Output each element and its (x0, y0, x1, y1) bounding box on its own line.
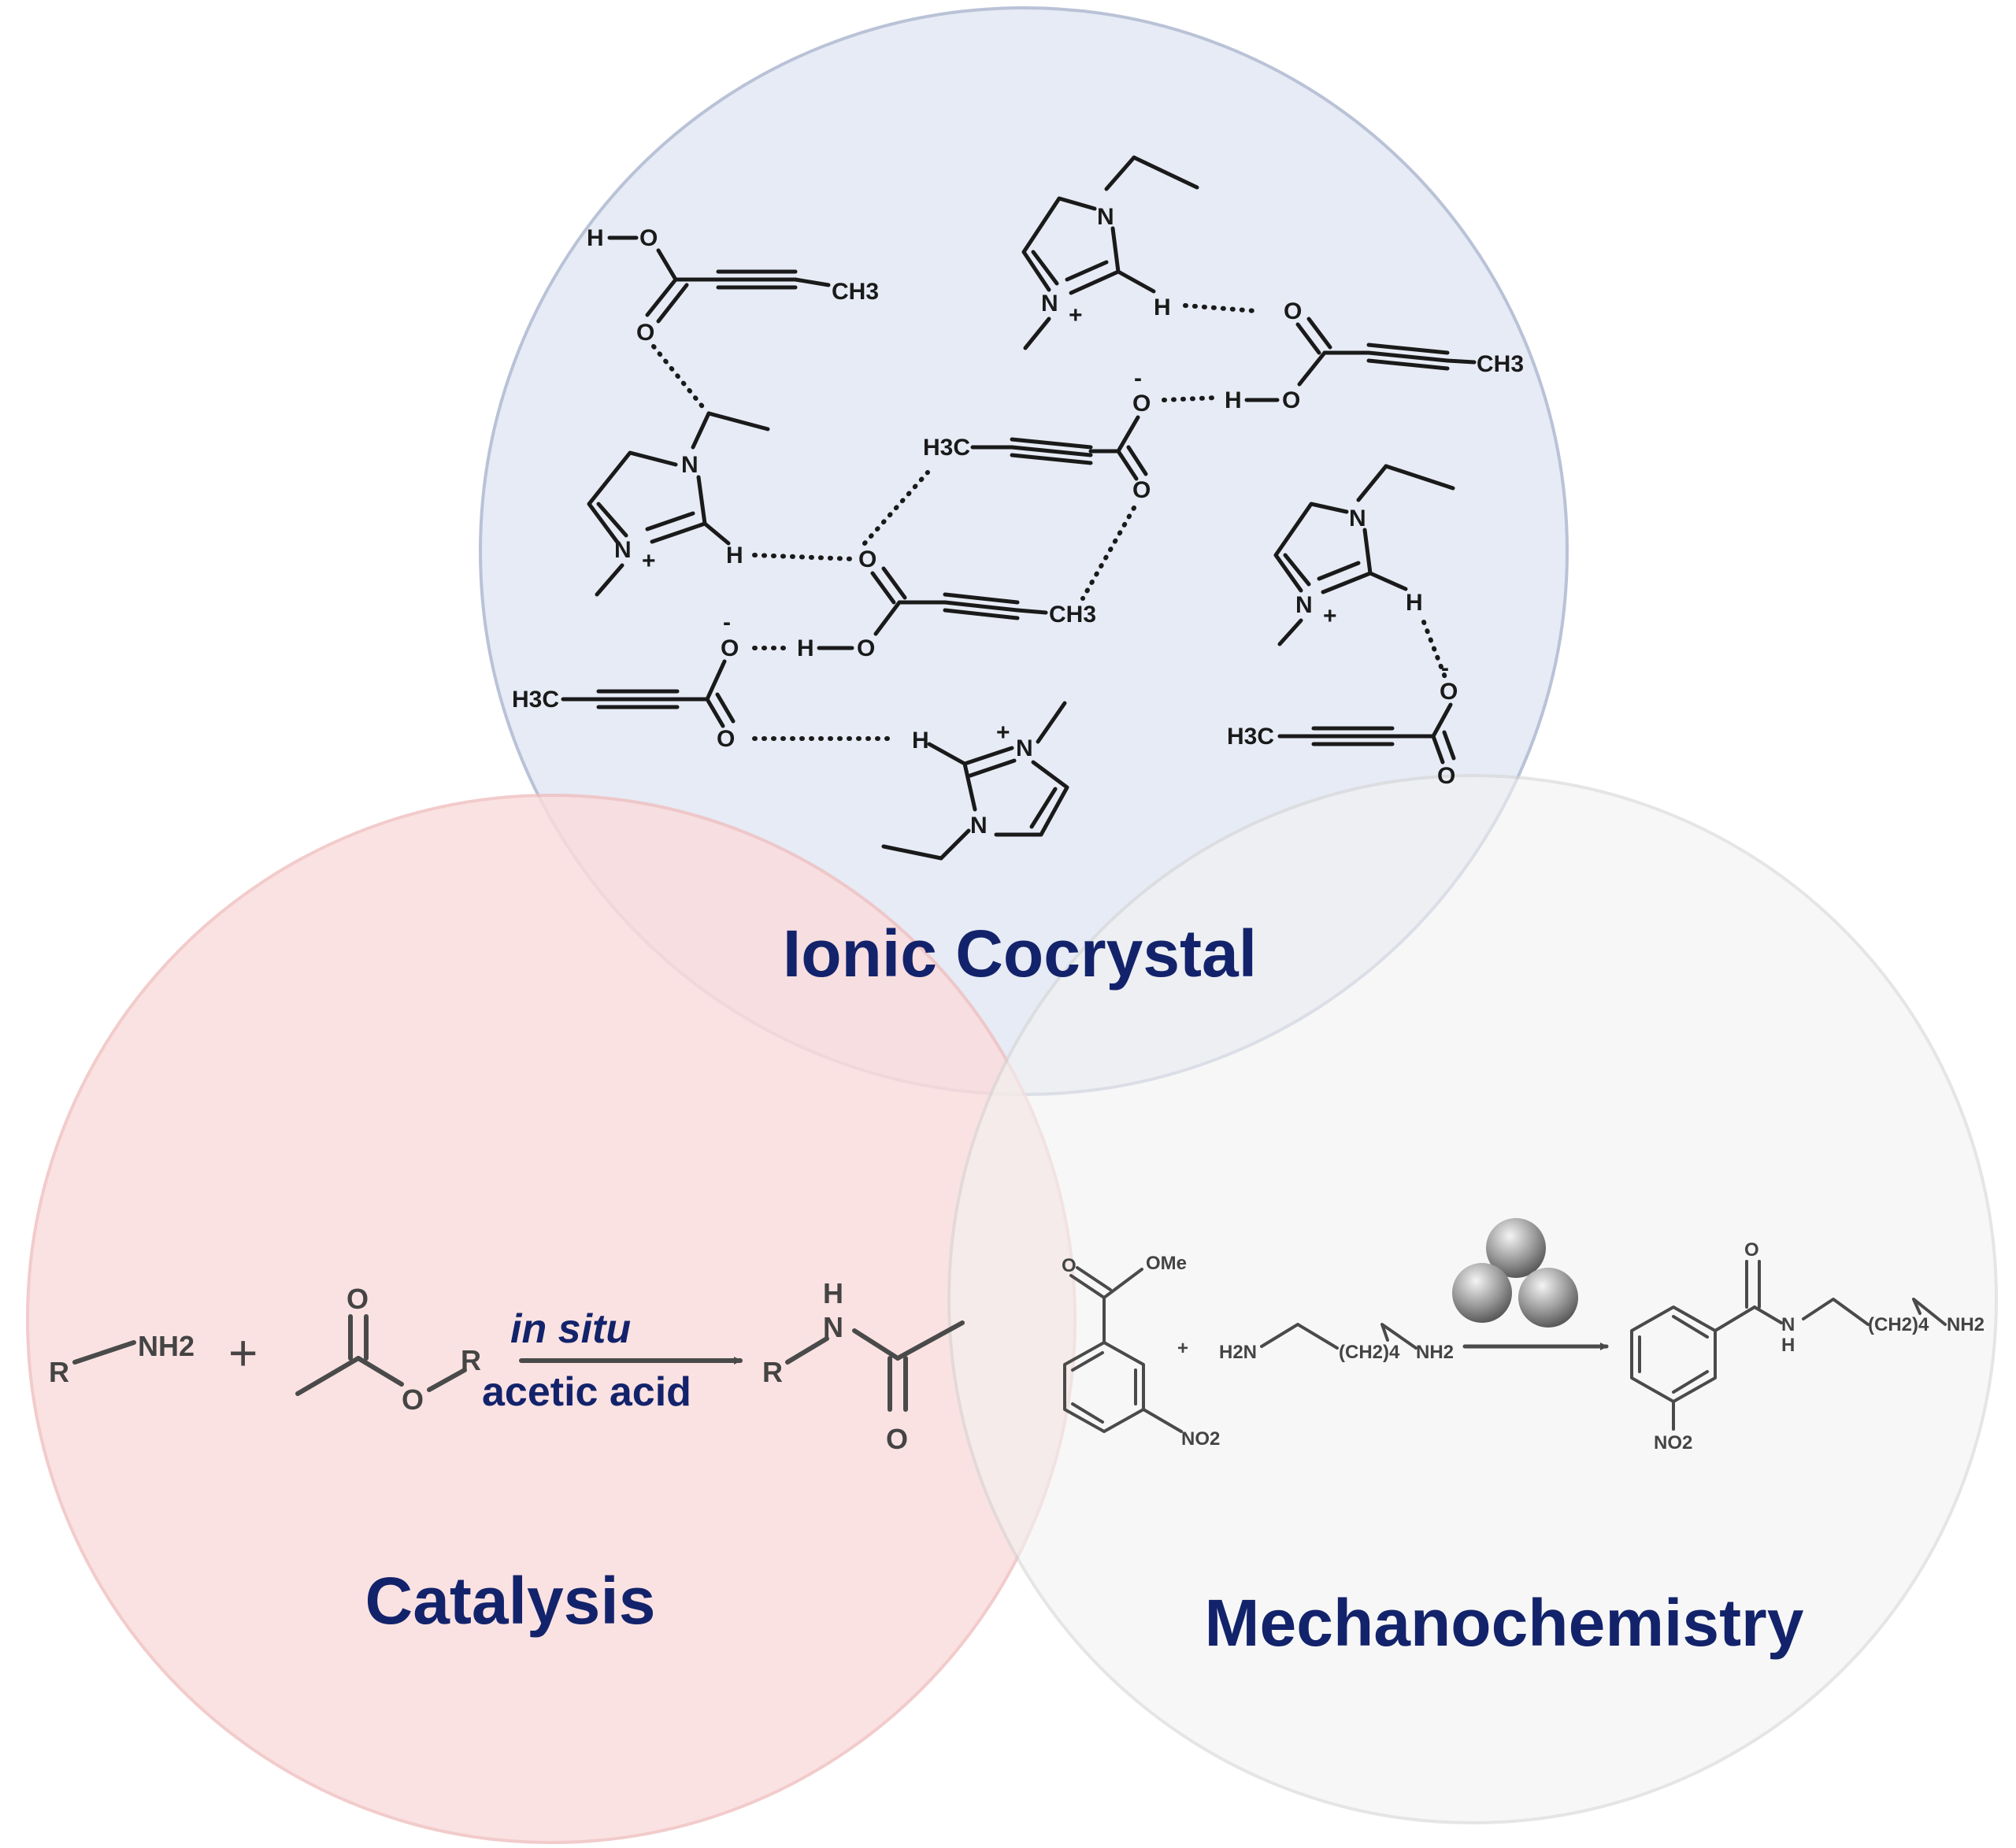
condition-in-situ: in situ (510, 1306, 631, 1352)
condition-acetic-acid: acetic acid (482, 1369, 691, 1415)
propiolate-anion-2: O - O H3C (1227, 655, 1458, 789)
plus-sign: + (228, 1324, 258, 1381)
diamine: H2N (CH2)4 NH2 (1219, 1323, 1454, 1363)
atom-n: N (1041, 291, 1058, 317)
atom-h: H (1154, 294, 1171, 320)
amine-nh2: NH2 (138, 1330, 195, 1362)
imidazolium-cation-1: N N + H (587, 411, 770, 597)
atom-o: O (1282, 387, 1300, 413)
amine-nh2: NH2 (1947, 1314, 1984, 1335)
atom-n: N (1295, 592, 1313, 618)
label-ionic-cocrystal: Ionic Cocrystal (783, 917, 1257, 991)
mechanochemistry-reaction: O OMe NO2 + H2N (CH2)4 NH2 (1062, 1218, 1984, 1454)
atom-h: H (797, 635, 814, 661)
atom-n: N (681, 452, 699, 478)
atom-n: N (614, 537, 632, 563)
atom-n: N (1097, 204, 1114, 230)
carbonyl-o: O (346, 1283, 369, 1315)
atom-h: H (587, 225, 604, 251)
ester-ome: OMe (1146, 1253, 1187, 1274)
atom-ch3: CH3 (1477, 351, 1524, 377)
ionic-cocrystal-network: H O O CH3 N N + (512, 155, 1524, 861)
charge-minus: - (1441, 655, 1449, 681)
atom-o: O (717, 726, 735, 752)
diamine-h2n: H2N (1219, 1342, 1257, 1363)
charge-plus: + (1069, 302, 1083, 328)
propiolic-acid-1: H O O CH3 (587, 225, 879, 346)
atom-h3c: H3C (1227, 724, 1274, 750)
r-group: R (461, 1344, 481, 1376)
atom-o: O (1132, 477, 1151, 503)
chain-ch2-4: (CH2)4 (1868, 1314, 1929, 1335)
amide-h: H (1781, 1335, 1795, 1356)
charge-plus: + (642, 548, 656, 574)
atom-h3c: H3C (512, 687, 559, 713)
atom-h: H (1225, 387, 1242, 413)
atom-o: O (1440, 679, 1458, 705)
propiolic-acid-2: O O CH3 H (797, 546, 1096, 661)
carbonyl-o: O (1744, 1239, 1759, 1261)
r-group: R (49, 1356, 69, 1388)
plus-sign: + (1177, 1338, 1188, 1359)
milling-balls-icon (1452, 1218, 1578, 1328)
atom-h3c: H3C (923, 435, 970, 461)
propiolate-anion-1: H3C O - O (923, 365, 1151, 503)
atom-o: O (639, 225, 658, 251)
atom-n: N (1349, 506, 1366, 531)
amide-product: O N H (CH2)4 NH2 NO2 (1630, 1239, 1984, 1454)
amide-n: N (823, 1311, 843, 1343)
charge-minus: - (1134, 365, 1142, 391)
ester-o: O (402, 1383, 424, 1416)
carbonyl-o: O (886, 1423, 908, 1455)
nitro-no2: NO2 (1181, 1428, 1220, 1450)
atom-o: O (721, 635, 739, 661)
r-group: R (762, 1356, 783, 1388)
nitro-no2: NO2 (1654, 1432, 1692, 1454)
catalysis-reaction: R NH2 + O O R in situ acetic acid R H N … (49, 1277, 965, 1455)
diamine-nh2: NH2 (1416, 1342, 1454, 1363)
atom-ch3: CH3 (1049, 602, 1096, 628)
atom-o: O (1437, 763, 1455, 789)
atom-n: N (1016, 735, 1033, 761)
atom-o: O (636, 320, 654, 346)
charge-minus: - (723, 609, 731, 635)
atom-h: H (912, 728, 929, 754)
atom-o: O (1132, 391, 1151, 417)
propiolic-acid-3: O O CH3 H (1225, 298, 1524, 413)
label-mechanochemistry: Mechanochemistry (1205, 1586, 1804, 1660)
atom-o: O (1284, 298, 1302, 324)
amide-h: H (823, 1277, 843, 1309)
imidazolium-cation-2: N N + H (1021, 155, 1199, 350)
atom-o: O (857, 635, 875, 661)
atom-n: N (970, 813, 988, 839)
methyl-nitrobenzoate: O OMe NO2 (1062, 1253, 1220, 1450)
atom-o: O (858, 546, 876, 572)
chain-ch2-4: (CH2)4 (1339, 1342, 1400, 1363)
charge-plus: + (996, 720, 1010, 746)
imidazolium-cation-3: N N + H (1273, 464, 1455, 646)
atom-ch3: CH3 (832, 279, 879, 305)
imidazolium-cation-4: H N + N (881, 701, 1069, 861)
label-catalysis: Catalysis (365, 1564, 656, 1638)
atom-h: H (726, 543, 743, 568)
charge-plus: + (1323, 603, 1337, 629)
amide-n: N (1781, 1314, 1795, 1335)
atom-h: H (1406, 590, 1423, 616)
carbonyl-o: O (1062, 1255, 1077, 1276)
propiolate-anion-3: H3C O - O (512, 609, 739, 752)
